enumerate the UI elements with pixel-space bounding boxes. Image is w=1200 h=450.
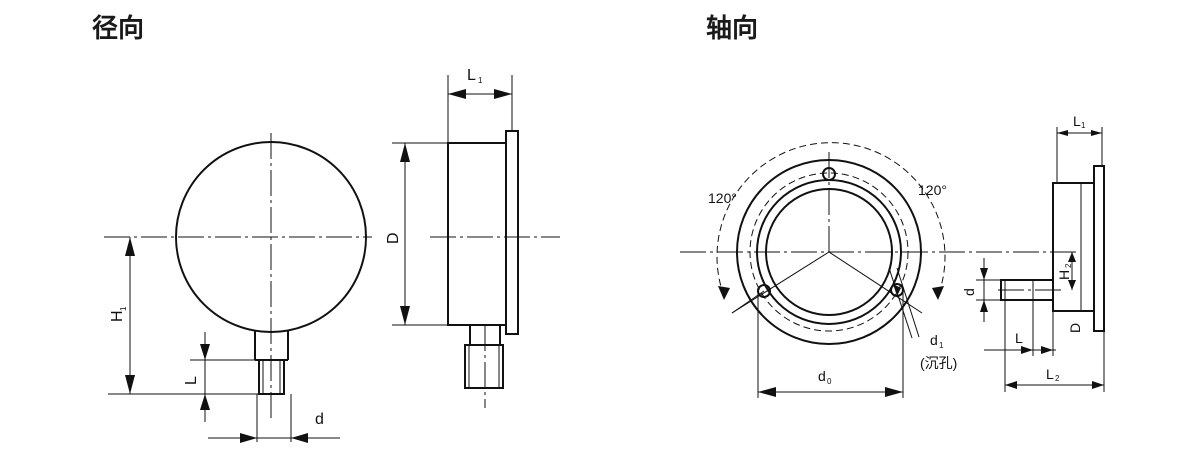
angle-left-label: 120° — [708, 190, 737, 206]
dimension-d-label: d — [315, 411, 324, 428]
axial-heading: 轴向 — [706, 13, 758, 44]
svg-text:1: 1 — [478, 76, 483, 85]
axial-dimension-L1-label: L — [1073, 113, 1081, 129]
radial-heading: 径向 — [92, 13, 144, 44]
svg-text:2: 2 — [1055, 374, 1060, 383]
countersink-note: (沉孔) — [920, 355, 957, 371]
dimension-L1-label: L — [467, 67, 476, 84]
dimension-d1-leader — [888, 267, 913, 339]
axial-dimension-L-label: L — [1015, 330, 1023, 346]
svg-text:0: 0 — [827, 377, 832, 386]
radial-front-view: H 1 L d — [104, 133, 372, 443]
dimension-L-label: L — [183, 376, 200, 385]
svg-text:1: 1 — [1081, 121, 1086, 130]
dimension-D-label: D — [385, 232, 402, 244]
axial-dimension-d-label: d — [961, 288, 977, 296]
thread-fitting — [258, 359, 285, 395]
dimension-d1-label: d — [930, 332, 938, 348]
axial-front-flange — [1093, 165, 1105, 332]
axial-dimension-D-label: D — [1067, 323, 1083, 333]
svg-text:2: 2 — [1064, 263, 1073, 268]
axial-front-view: 120° 120° d 0 d 1 (沉孔) — [680, 142, 1078, 398]
axial-dimension-L2-label: L — [1046, 366, 1054, 382]
case-body — [447, 142, 507, 326]
axial-side-view: L 1 H 2 d D L L 2 — [961, 113, 1105, 392]
side-thread — [464, 344, 504, 389]
svg-text:1: 1 — [119, 306, 128, 311]
dimension-H1-label: H — [109, 310, 126, 322]
dimension-H2-label: H — [1056, 270, 1072, 280]
angle-right-label: 120° — [918, 182, 947, 198]
svg-text:1: 1 — [939, 341, 944, 350]
front-flange — [505, 130, 519, 335]
radial-side-view: L 1 D — [385, 67, 560, 408]
mounting-hole-top — [822, 167, 836, 181]
axial-case-body — [1052, 182, 1095, 312]
dimension-d0-label: d — [818, 368, 826, 384]
angle-arc — [716, 142, 946, 297]
